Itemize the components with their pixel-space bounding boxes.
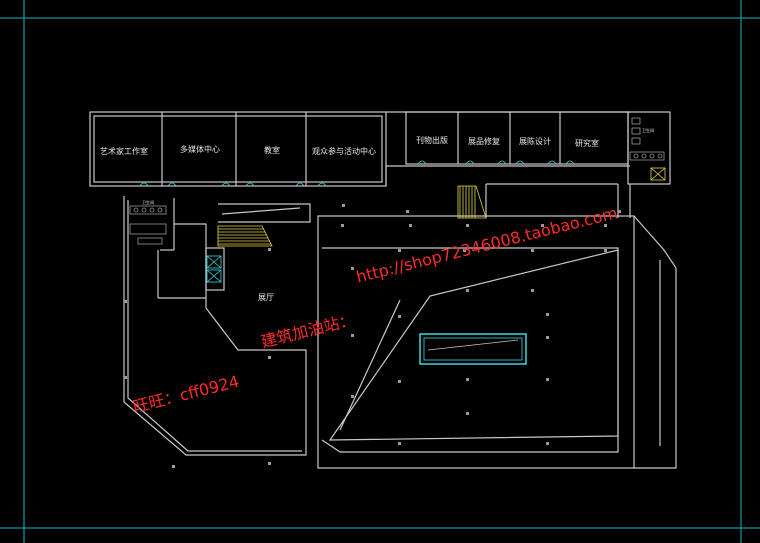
room-label-toilet-left: 卫生间 xyxy=(142,199,154,205)
room-label-exhibition-design: 展陈设计 xyxy=(519,136,551,146)
room-label-publication: 刊物出版 xyxy=(416,135,448,145)
watermark-site-name: 建筑加油站： xyxy=(259,310,357,352)
room-label-visitor-activity-center: 观众参与活动中心 xyxy=(312,146,376,156)
watermark: 旺旺：cff0924 建筑加油站： http://shop72346008.ta… xyxy=(131,203,619,417)
room-label-classroom: 教室 xyxy=(264,145,280,155)
stair-left xyxy=(217,225,273,247)
restroom-fixtures-right xyxy=(629,117,665,161)
structural-columns xyxy=(124,204,621,468)
door-marks xyxy=(139,160,575,187)
room-label-exhibit-restoration: 展品修复 xyxy=(468,136,500,146)
room-label-artist-studio: 艺术家工作室 xyxy=(100,146,148,156)
room-label-research-room: 研究室 xyxy=(575,138,599,148)
upper-wing-walls xyxy=(89,111,671,218)
display-case xyxy=(419,333,527,365)
room-label-toilet-right: 卫生间 xyxy=(642,127,654,133)
elevator-right xyxy=(650,167,666,181)
restroom-fixtures-left xyxy=(129,205,167,245)
exhibition-hall-walls xyxy=(317,215,677,469)
left-wing-walls xyxy=(123,196,311,456)
room-label-lower: 展厅 xyxy=(258,293,274,302)
elevator-left xyxy=(206,255,222,283)
stair-upper xyxy=(457,185,487,219)
room-label-multimedia-center: 多媒体中心 xyxy=(180,144,220,154)
watermark-wangwang: 旺旺：cff0924 xyxy=(131,372,241,417)
